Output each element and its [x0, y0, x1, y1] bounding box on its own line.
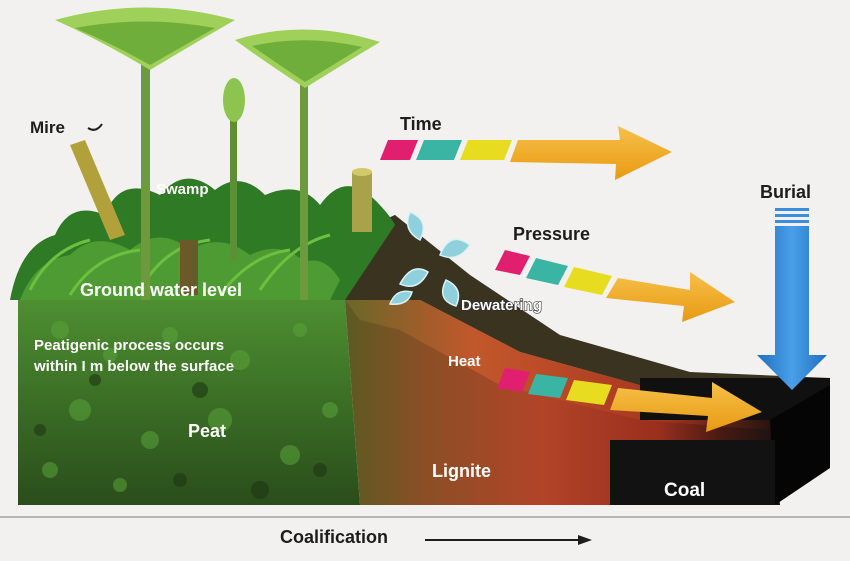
- time-arrow-pink: [380, 140, 418, 160]
- heat-arrow-head: [610, 382, 762, 432]
- burial-arrow: [757, 208, 827, 390]
- droplet: [441, 279, 460, 307]
- droplet: [406, 211, 425, 242]
- time-arrow: [380, 126, 672, 180]
- coal-side: [770, 385, 830, 505]
- label-pressure: Pressure: [513, 224, 590, 244]
- label-peatigenic-line2: within I m below the surface: [33, 358, 234, 375]
- label-heat: Heat: [448, 353, 481, 370]
- label-dewatering: Dewatering: [461, 297, 542, 314]
- tree-trunk-left: [141, 60, 150, 300]
- pressure-arrow: [495, 250, 735, 322]
- pressure-arrow-pink: [495, 250, 530, 275]
- heat-arrow-teal: [528, 374, 568, 398]
- tree-crown-right-shadow: [252, 40, 362, 82]
- label-groundwater: Ground water level: [80, 280, 242, 300]
- droplet: [388, 290, 413, 305]
- droplet: [439, 238, 472, 259]
- label-lignite: Lignite: [432, 461, 491, 481]
- peat-dark-texture: [34, 374, 327, 499]
- burial-arrow-stripe: [775, 208, 809, 211]
- burial-arrow-stripe: [775, 214, 809, 217]
- label-mire: Mire: [30, 118, 65, 137]
- label-coalification: Coalification: [280, 527, 388, 547]
- time-arrow-head: [510, 126, 672, 180]
- label-swamp: Swamp: [156, 181, 209, 198]
- mire-curl: [87, 123, 103, 131]
- peat-layer: [18, 300, 360, 505]
- coalification-arrow-head: [578, 535, 592, 545]
- time-arrow-yellow: [460, 140, 512, 160]
- heat-arrow-yellow: [566, 380, 612, 405]
- fern-fronds: [28, 233, 331, 296]
- pressure-arrow-head: [606, 272, 735, 322]
- label-peatigenic-line1: Peatigenic process occurs: [34, 337, 224, 354]
- peat-texture: [42, 321, 338, 492]
- tree-crown-left-shadow: [75, 21, 215, 65]
- heat-arrow-pink: [497, 368, 530, 392]
- pressure-arrow-yellow: [564, 267, 612, 295]
- label-time: Time: [400, 114, 442, 134]
- burial-arrow-stripe: [775, 220, 809, 223]
- pressure-arrow-teal: [526, 258, 568, 285]
- heat-arrow: [497, 368, 762, 432]
- stump-right-top: [352, 168, 372, 176]
- tree-trunk-right: [300, 78, 308, 300]
- label-coal: Coal: [664, 480, 705, 501]
- label-burial: Burial: [760, 182, 811, 202]
- label-peat: Peat: [188, 421, 226, 441]
- coal-front: [610, 440, 775, 505]
- bud-trunk: [230, 100, 237, 260]
- fallen-log: [70, 140, 125, 240]
- droplet: [398, 268, 429, 287]
- stump-right: [352, 172, 372, 232]
- swamp-vegetation: [10, 7, 395, 300]
- burial-arrow-shaft: [757, 226, 827, 390]
- time-arrow-teal: [416, 140, 462, 160]
- water-droplets: [388, 211, 472, 307]
- bud-top: [223, 78, 245, 122]
- stump-center: [180, 240, 198, 295]
